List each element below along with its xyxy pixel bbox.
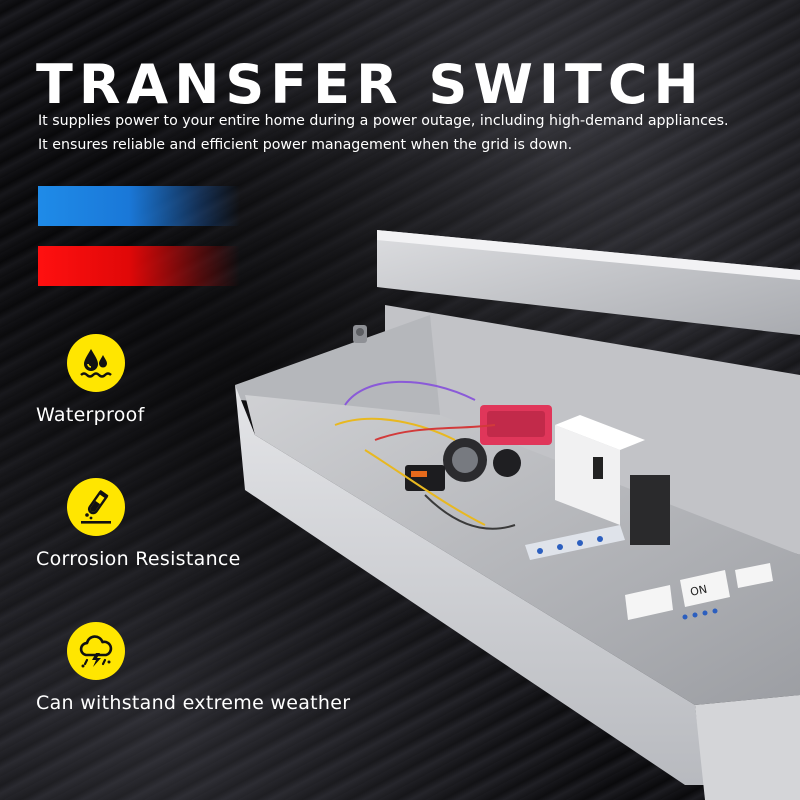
description-line-1: It supplies power to your entire home du… [38,113,729,129]
water-drops-icon [67,334,125,392]
description-line-2: It ensures reliable and efficient power … [38,137,573,153]
panel-label: ON [689,583,708,599]
test-tube-icon [67,478,125,536]
feature-label-extreme-weather: Can withstand extreme weather [36,692,351,714]
page-title: TRANSFER SWITCH [36,53,705,116]
storm-cloud-icon [67,622,125,680]
blue-accent-bar [38,186,240,226]
red-accent-bar [38,246,240,286]
transfer-switch-enclosure: ON [235,230,800,800]
feature-label-corrosion-resistance: Corrosion Resistance [36,548,241,570]
feature-label-waterproof: Waterproof [36,404,145,426]
